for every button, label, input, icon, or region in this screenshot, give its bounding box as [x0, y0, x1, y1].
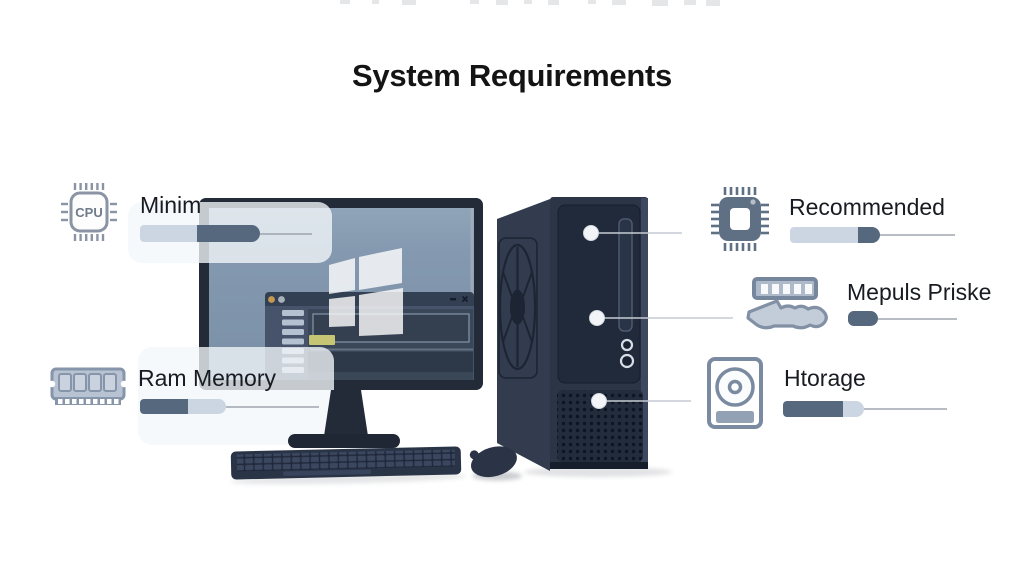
window-control-dot: [268, 296, 275, 303]
monitor-stand: [288, 390, 400, 448]
tower-edge-bevel: [641, 198, 648, 468]
screen-overlay-bottom: [138, 347, 334, 445]
mesh-grille: [557, 390, 643, 462]
windows-logo: [329, 248, 403, 336]
page-title: System Requirements: [352, 58, 672, 93]
spacebar: [283, 469, 372, 476]
cropped-text-remnant: [340, 0, 720, 6]
tower-shadow: [524, 467, 672, 477]
reset-button: [619, 353, 635, 369]
close-icon: [461, 295, 469, 303]
highlighted-button: [309, 335, 335, 345]
minimize-icon: [450, 298, 456, 301]
tower-callout-markers: [583, 225, 733, 409]
callout-dot: [591, 393, 607, 409]
callout-dot: [583, 225, 599, 241]
screen-overlay-top: [128, 202, 332, 263]
cooling-fan: [498, 237, 538, 379]
keyboard: [230, 446, 467, 485]
callout-dot: [589, 310, 605, 326]
power-button: [620, 338, 634, 352]
mouse: [469, 446, 522, 481]
optical-drive-slot: [618, 218, 633, 332]
computer-tower: [497, 197, 672, 477]
window-control-dot: [278, 296, 285, 303]
